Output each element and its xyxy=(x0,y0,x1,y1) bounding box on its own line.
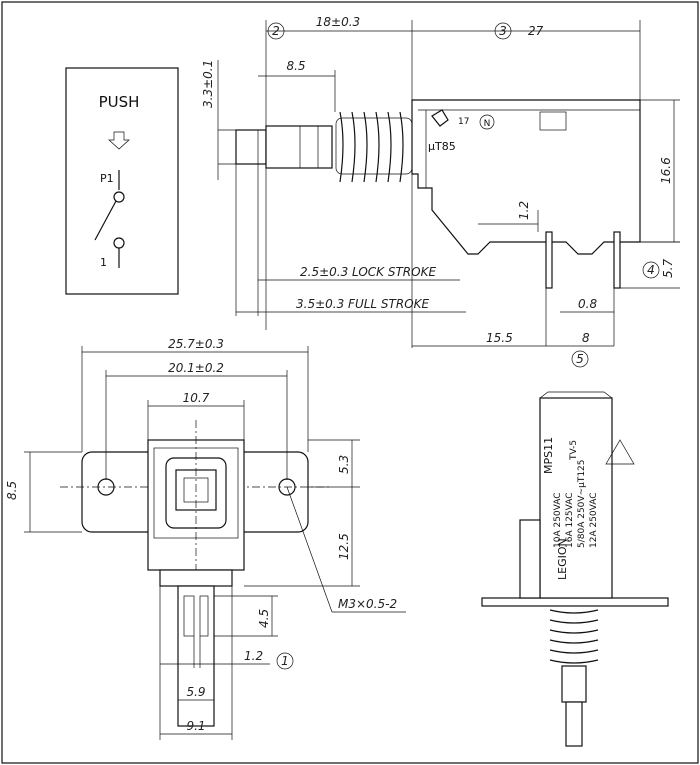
svg-text:17: 17 xyxy=(458,117,469,127)
dim-9-1: 9.1 xyxy=(186,719,205,733)
push-label: PUSH xyxy=(99,93,140,111)
dim-15-5: 15.5 xyxy=(486,331,513,345)
dim-27: 27 xyxy=(528,24,544,38)
pin-p1-label: P1 xyxy=(100,172,114,185)
dim-18: 18±0.3 xyxy=(316,15,360,29)
front-view: 25.7±0.3 20.1±0.2 10.7 8.5 5.3 12.5 M3×0… xyxy=(5,337,406,740)
dim-5-3: 5.3 xyxy=(337,455,351,474)
lock-stroke: 2.5±0.3 LOCK STROKE xyxy=(300,265,436,279)
label-rating-3: 5/80A 250V~μT125 xyxy=(577,459,587,548)
callout-1: 1 xyxy=(281,654,289,668)
n-mark: N xyxy=(484,119,491,129)
label-view: LEGION MPS11 TV-5 10A 250VAC 16A 125VAC … xyxy=(481,391,669,747)
label-legion: LEGION xyxy=(556,538,569,580)
schematic-symbol: PUSH P1 1 xyxy=(65,67,179,295)
callout-5: 5 xyxy=(576,352,584,366)
dim-8-5-front: 8.5 xyxy=(5,481,19,500)
body-mark: μT85 xyxy=(428,140,456,153)
dim-25-7: 25.7±0.3 xyxy=(168,337,224,351)
dim-16-6: 16.6 xyxy=(659,157,673,184)
dim-10-7: 10.7 xyxy=(183,391,210,405)
dim-0-8: 0.8 xyxy=(578,297,597,311)
label-rating-2: 16A 125VAC xyxy=(565,492,575,548)
pin-1-label: 1 xyxy=(100,256,107,269)
dim-1-2-front: 1.2 xyxy=(244,649,263,663)
dim-3-3: 3.3±0.1 xyxy=(201,60,215,108)
dim-20-1: 20.1±0.2 xyxy=(168,361,224,375)
dim-4-5: 4.5 xyxy=(257,609,271,628)
callout-4: 4 xyxy=(647,263,655,277)
dim-5-9: 5.9 xyxy=(186,685,205,699)
dim-5-7: 5.7 xyxy=(661,259,675,278)
dim-12-5: 12.5 xyxy=(337,533,351,560)
dim-8-5: 8.5 xyxy=(286,59,305,73)
side-view: 17 N μT85 2 18±0.3 3 27 8.5 3.3±0.1 xyxy=(201,15,680,368)
push-arrow-icon xyxy=(108,131,130,150)
full-stroke: 3.5±0.3 FULL STROKE xyxy=(296,297,430,311)
label-rating-1: 10A 250VAC xyxy=(553,492,563,548)
screw-spec: M3×0.5-2 xyxy=(338,597,397,611)
label-tv5: TV-5 xyxy=(569,440,579,461)
warning-triangle-icon xyxy=(605,439,635,465)
label-model: MPS11 xyxy=(542,437,555,474)
label-rating-4: 12A 250VAC xyxy=(589,492,599,548)
dim-1-2-side: 1.2 xyxy=(517,201,531,220)
dim-8: 8 xyxy=(582,331,590,345)
